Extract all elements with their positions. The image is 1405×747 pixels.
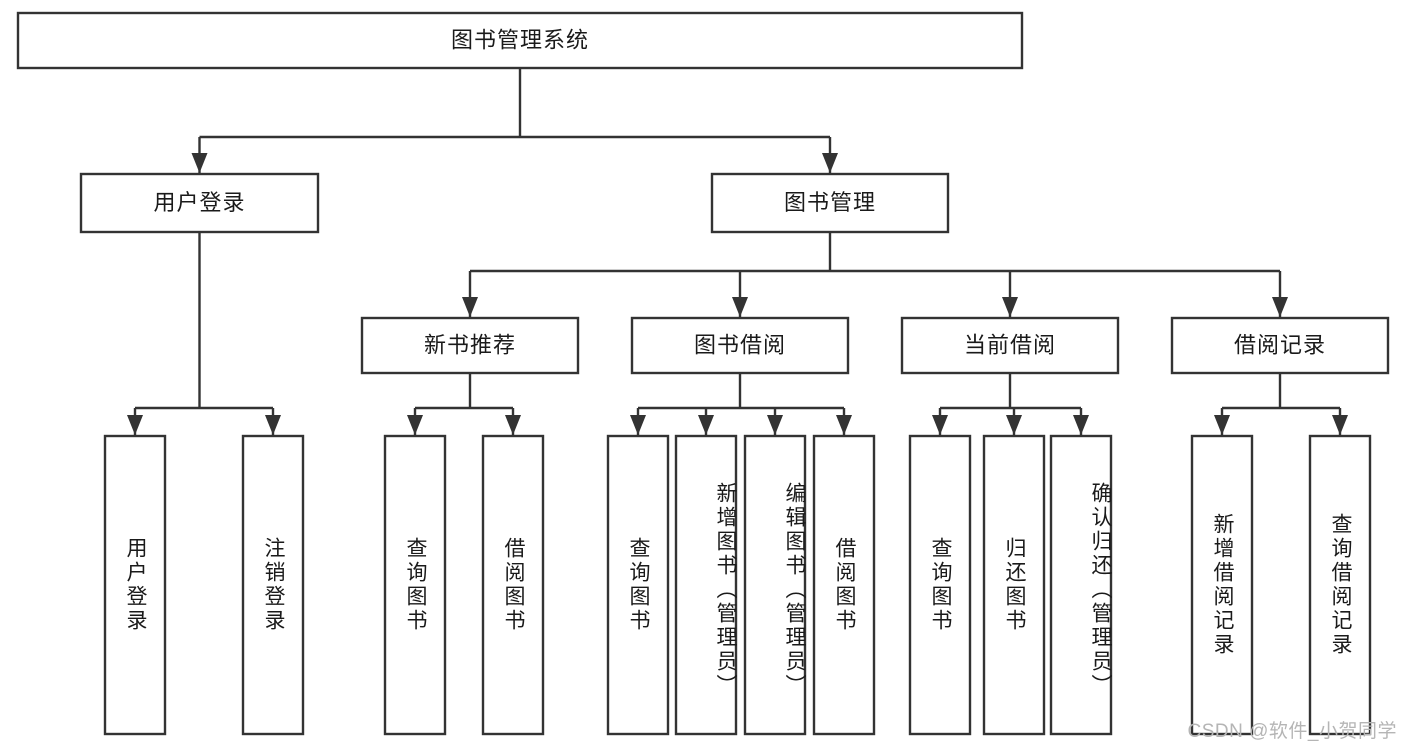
arrow-leaf-add-record xyxy=(1214,415,1230,435)
arrow-leaf-borrow-book-1 xyxy=(505,415,521,435)
node-book-manage[interactable]: 图书管理 xyxy=(710,172,950,234)
node-book-manage-rect[interactable] xyxy=(710,172,950,234)
node-leaf-query-record-rect[interactable] xyxy=(1308,434,1372,736)
node-leaf-return-book-rect[interactable] xyxy=(982,434,1046,736)
arrow-leaf-return-book xyxy=(1006,415,1022,435)
arrow-leaf-user-login xyxy=(127,415,143,435)
node-book-borrow[interactable]: 图书借阅 xyxy=(630,316,850,375)
arrow-leaf-query-book-3 xyxy=(932,415,948,435)
arrow-leaf-add-book xyxy=(698,415,714,435)
arrow-leaf-query-book-1 xyxy=(407,415,423,435)
node-leaf-borrow-book-2-rect[interactable] xyxy=(812,434,876,736)
node-root-label: 图书管理系统 xyxy=(451,27,589,52)
node-leaf-borrow-book-1-rect[interactable] xyxy=(481,434,545,736)
arrow-leaf-query-record xyxy=(1332,415,1348,435)
node-leaf-add-record-rect[interactable] xyxy=(1190,434,1254,736)
node-book-borrow-label: 图书借阅 xyxy=(694,332,786,357)
arrow-current-borrow xyxy=(1002,297,1018,317)
node-book-manage-label: 图书管理 xyxy=(784,190,876,215)
arrow-user-login xyxy=(191,153,208,173)
arrow-book-manage xyxy=(822,153,838,173)
node-new-book-recommend-label: 新书推荐 xyxy=(424,332,516,357)
node-leaf-logout-rect[interactable] xyxy=(241,434,305,736)
node-user-login-label: 用户登录 xyxy=(153,190,245,215)
node-user-login-rect[interactable] xyxy=(79,172,320,234)
node-borrow-record[interactable]: 借阅记录 xyxy=(1170,316,1390,375)
arrow-new-book-recommend xyxy=(462,297,478,317)
node-current-borrow-rect[interactable] xyxy=(900,316,1120,375)
arrow-leaf-borrow-book-2 xyxy=(836,415,852,435)
node-root[interactable]: 图书管理系统 xyxy=(16,11,1024,70)
arrow-leaf-edit-book xyxy=(767,415,783,435)
arrow-book-borrow xyxy=(732,297,748,317)
arrow-leaf-logout xyxy=(265,415,281,435)
node-new-book-recommend[interactable]: 新书推荐 xyxy=(360,316,580,375)
node-leaf-query-book-1-rect[interactable] xyxy=(383,434,447,736)
connectors-layer xyxy=(127,68,1348,435)
node-new-book-recommend-rect[interactable] xyxy=(360,316,580,375)
node-leaf-add-book-rect[interactable] xyxy=(674,434,738,736)
arrow-leaf-query-book-2 xyxy=(630,415,646,435)
node-borrow-record-rect[interactable] xyxy=(1170,316,1390,375)
arrow-borrow-record xyxy=(1272,297,1288,317)
node-current-borrow[interactable]: 当前借阅 xyxy=(900,316,1120,375)
watermark-text: CSDN @软件_小贺同学 xyxy=(1187,721,1397,742)
node-leaf-edit-book-rect[interactable] xyxy=(743,434,807,736)
node-borrow-record-label: 借阅记录 xyxy=(1234,332,1326,357)
node-root-rect[interactable] xyxy=(16,11,1024,70)
node-current-borrow-label: 当前借阅 xyxy=(964,332,1056,357)
node-user-login[interactable]: 用户登录 xyxy=(79,172,320,234)
node-leaf-query-book-2-rect[interactable] xyxy=(606,434,670,736)
arrow-leaf-confirm-return xyxy=(1073,415,1089,435)
node-book-borrow-rect[interactable] xyxy=(630,316,850,375)
node-leaf-confirm-return-rect[interactable] xyxy=(1049,434,1113,736)
node-leaf-query-book-3-rect[interactable] xyxy=(908,434,972,736)
node-leaf-user-login-rect[interactable] xyxy=(103,434,167,736)
